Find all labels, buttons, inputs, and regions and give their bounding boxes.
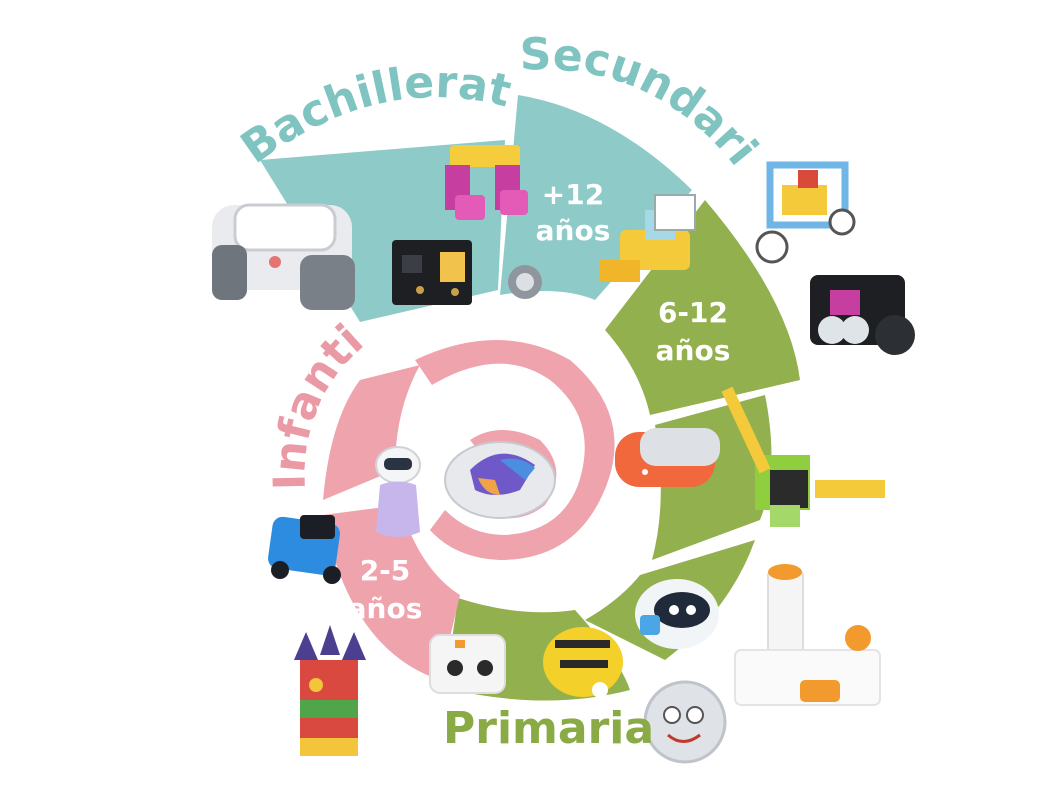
building-kit-robot-image [445, 145, 528, 220]
castle-blocks-toy-image [294, 625, 366, 756]
humanoid-robot-image [375, 446, 421, 537]
age-label-secundaria-line2: años [536, 214, 611, 247]
primaria-segment-top [605, 200, 800, 415]
microbit-car-robot-image [810, 275, 915, 355]
bee-bot-image [543, 627, 623, 698]
age-label-primaria-line1: 6-12 [658, 296, 728, 329]
tracked-rover-robot-image [212, 203, 355, 310]
age-label-infantil-line2: años [348, 592, 423, 625]
infantil-segment-left [323, 365, 420, 500]
age-label-primaria-line2: años [656, 334, 731, 367]
white-round-robot-image [635, 579, 719, 649]
cube-eyes-robot-image [429, 634, 506, 694]
age-label-infantil-line1: 2-5 [360, 554, 411, 587]
secundaria-segment [500, 95, 692, 300]
turtle-robot-image [444, 441, 556, 519]
blue-car-robot-image [268, 515, 341, 584]
yellow-crane-robot-image [600, 194, 696, 282]
lego-car-robot-image [755, 161, 856, 264]
infantil-segment-bottom [323, 505, 460, 680]
stage-label-primaria: Primaria [443, 703, 654, 754]
age-label-secundaria-line1: +12 [542, 178, 604, 211]
green-crane-kit-image [721, 386, 885, 527]
small-robot-image [508, 265, 542, 299]
infantil-inner-ring [415, 340, 615, 560]
coding-board-robot-image [734, 564, 881, 706]
transparent-ball-robot-image [643, 680, 727, 764]
vr-headset-image [615, 428, 720, 487]
circuit-board-image [392, 240, 472, 305]
